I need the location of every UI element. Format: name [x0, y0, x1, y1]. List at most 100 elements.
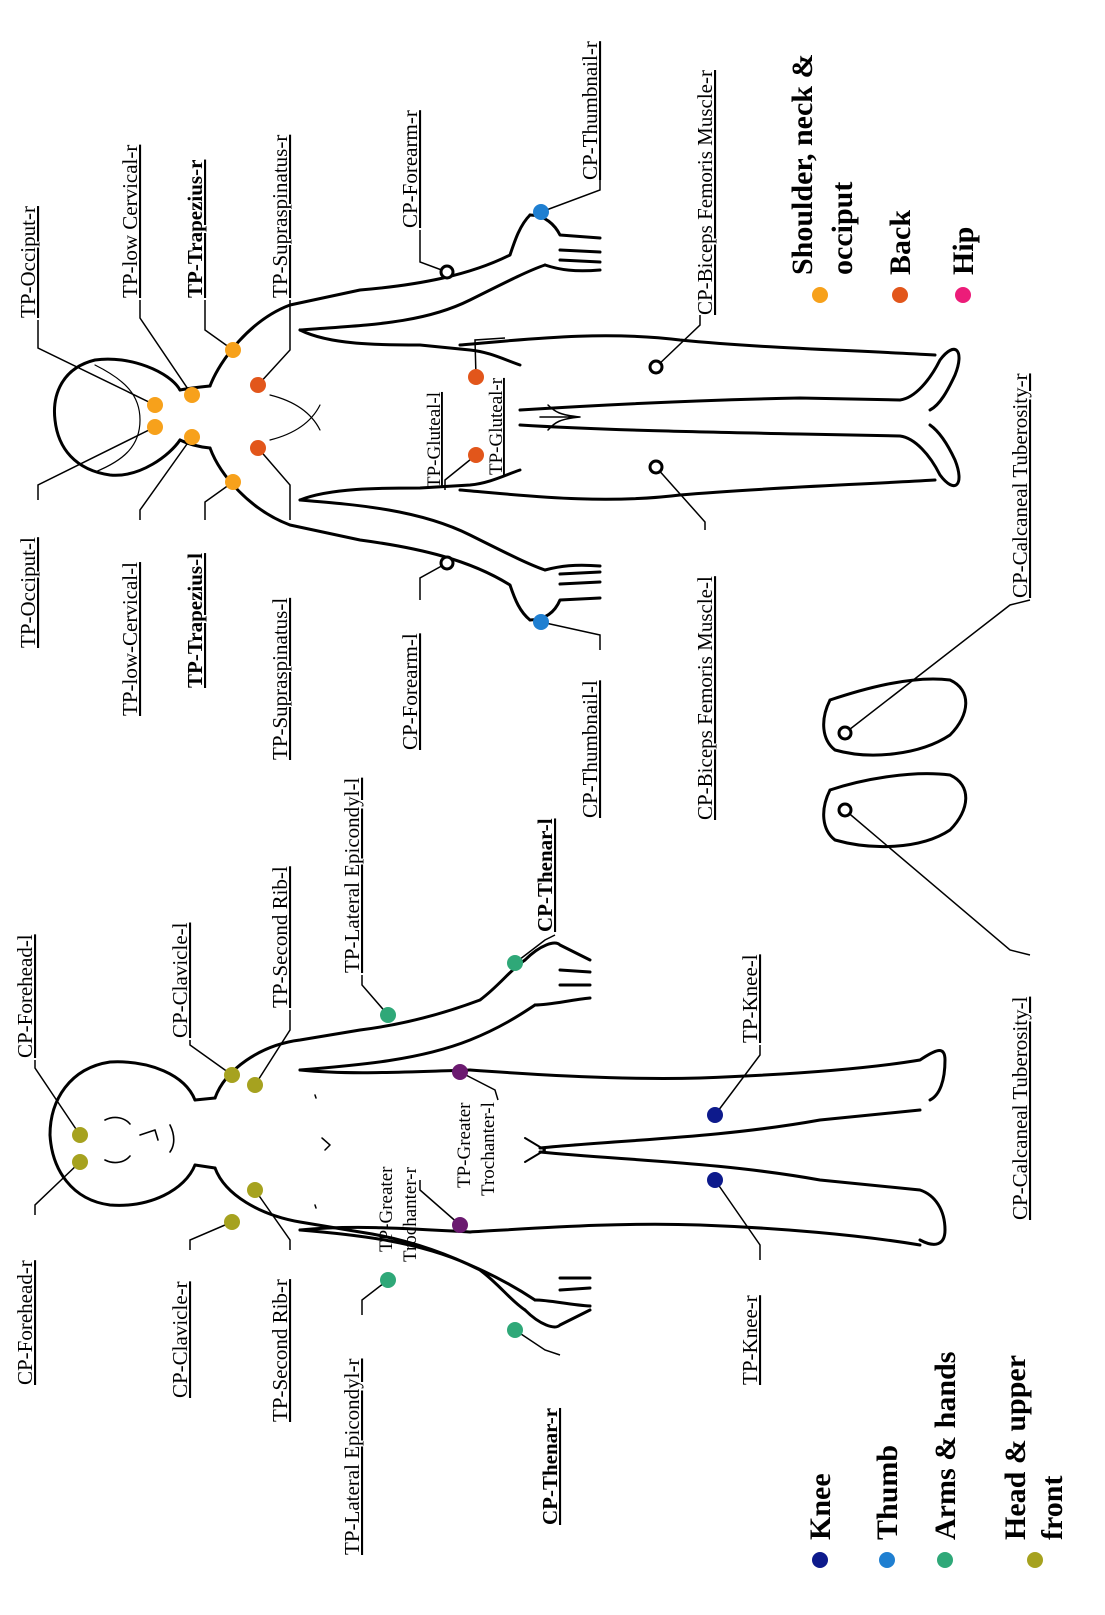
leader-clavicle-l [190, 1040, 232, 1075]
leader-thumbnail-l [541, 622, 600, 650]
back-right-arm [210, 215, 545, 386]
legend-thumb-dot [879, 1552, 895, 1568]
label-supraspinatus-r: TP-Supraspinatus-r [268, 135, 292, 298]
label-troch-l-line1: TP-Greater [454, 1102, 475, 1188]
point-gluteal-l [468, 447, 484, 463]
feet-soles [824, 679, 966, 847]
label-thumbnail-r: CP-Thumbnail-r [578, 41, 602, 180]
back-right-leg [460, 336, 959, 410]
front-face [105, 1117, 174, 1162]
legend-hip-dot [955, 287, 971, 303]
label-forehead-r: CP-Forehead-r [13, 1260, 37, 1385]
back-labels: TP-Occiput-r TP-low Cervical-r TP-Trapez… [16, 41, 1032, 820]
leader-trapezius-r [205, 300, 233, 350]
front-chest-marks [315, 1095, 330, 1208]
label-calcaneal-l: CP-Calcaneal Tuberosity-l [1008, 996, 1032, 1220]
legend-shoulder-dot [812, 287, 828, 303]
label-biceps-l: CP-Biceps Femoris Muscle-l [693, 576, 717, 820]
legend-knee-dot [812, 1552, 828, 1568]
point-trapezius-r [225, 342, 241, 358]
legend-head-dot [1027, 1552, 1043, 1568]
label-troch-r-line1: TP-Greater [376, 1166, 397, 1252]
back-points [147, 204, 851, 816]
label-clavicle-r: CP-Clavicle-r [168, 1281, 192, 1398]
leader-supraspinatus-l [258, 448, 290, 520]
point-lateral-epi-l [380, 1007, 396, 1023]
label-thenar-r: CP-Thenar-r [538, 1408, 562, 1525]
legend-shoulder-label: Shoulder, neck & [786, 54, 819, 275]
right-foot-sole [824, 679, 966, 755]
legend-top: Shoulder, neck & occiput Back Hip [786, 54, 980, 303]
point-troch-r [452, 1217, 468, 1233]
legend-hip-label: Hip [947, 227, 980, 275]
point-forearm-l [441, 557, 453, 569]
point-supraspinatus-l [250, 440, 266, 456]
leader-low-cervical-r [140, 300, 192, 395]
leader-low-cervical-l [140, 437, 192, 520]
point-occiput-r [147, 397, 163, 413]
label-second-rib-r: TP-Second Rib-r [268, 1279, 292, 1422]
point-forearm-r [441, 266, 453, 278]
back-head-outline [54, 359, 180, 475]
point-thumbnail-r [533, 204, 549, 220]
front-left-leg [470, 1152, 945, 1245]
back-hair-line [95, 365, 140, 472]
label-thumbnail-l: CP-Thumbnail-l [578, 680, 602, 818]
label-lateral-epi-r: TP-Lateral Epicondyl-r [340, 1358, 364, 1555]
point-calcaneal-r [839, 727, 851, 739]
leader-knee-r [715, 1180, 760, 1260]
label-troch-l-line2: Trochanter-l [478, 1102, 499, 1196]
label-calcaneal-r: CP-Calcaneal Tuberosity-r [1008, 373, 1032, 598]
point-troch-l [452, 1064, 468, 1080]
label-low-cervical-l: TP-low-Cervical-l [118, 562, 142, 716]
front-right-leg [470, 1051, 945, 1148]
label-forearm-l: CP-Forearm-l [398, 633, 422, 750]
label-troch-r-line2: Trochanter-r [400, 1166, 421, 1262]
front-left-hand [525, 1278, 590, 1327]
point-low-cervical-r [184, 387, 200, 403]
point-supraspinatus-r [250, 377, 266, 393]
back-torso-right [300, 330, 520, 365]
leader-calcaneal-r [845, 600, 1030, 733]
front-right-arm [215, 960, 535, 1098]
leader-knee-l [715, 1045, 760, 1115]
point-thenar-l [507, 955, 523, 971]
back-right-hand [530, 215, 600, 271]
legend-bottom: Knee Thumb Arms & hands Head & upper fro… [804, 1352, 1069, 1568]
leader-thumbnail-r [541, 180, 600, 212]
label-forearm-r: CP-Forearm-r [398, 110, 422, 228]
front-crotch [525, 1138, 545, 1162]
legend-head-label: Head & upper [999, 1355, 1032, 1540]
label-second-rib-l: TP-Second Rib-l [268, 866, 292, 1008]
point-gluteal-r [468, 369, 484, 385]
label-lateral-epi-l: TP-Lateral Epicondyl-l [340, 777, 364, 973]
point-second-rib-l [247, 1077, 263, 1093]
point-knee-l [707, 1107, 723, 1123]
label-clavicle-l: CP-Clavicle-l [168, 922, 192, 1038]
back-scapula-marks [270, 395, 320, 440]
label-low-cervical-r: TP-low Cervical-r [118, 145, 142, 298]
leader-biceps-l [656, 467, 705, 530]
front-neck [195, 1098, 215, 1168]
label-trapezius-l: TP-Trapezius-l [183, 553, 207, 688]
point-thenar-r [507, 1322, 523, 1338]
back-left-hand [530, 565, 600, 620]
leader-calcaneal-l [845, 810, 1030, 955]
legend-thumb-label: Thumb [871, 1445, 904, 1540]
point-calcaneal-l [839, 804, 851, 816]
label-biceps-r: CP-Biceps Femoris Muscle-r [693, 70, 717, 315]
point-occiput-l [147, 419, 163, 435]
label-knee-l: TP-Knee-l [738, 954, 762, 1043]
label-gluteal-r: TP-Gluteal-r [486, 377, 507, 475]
back-left-leg [460, 425, 959, 499]
point-thumbnail-l [533, 614, 549, 630]
label-forehead-l: CP-Forehead-l [13, 934, 37, 1058]
point-clavicle-l [224, 1067, 240, 1083]
label-thenar-l: CP-Thenar-l [533, 818, 557, 932]
front-right-hand [525, 943, 590, 1005]
label-knee-r: TP-Knee-r [738, 1295, 762, 1385]
point-forehead-r [72, 1154, 88, 1170]
legend-arms-label: Arms & hands [929, 1352, 962, 1540]
